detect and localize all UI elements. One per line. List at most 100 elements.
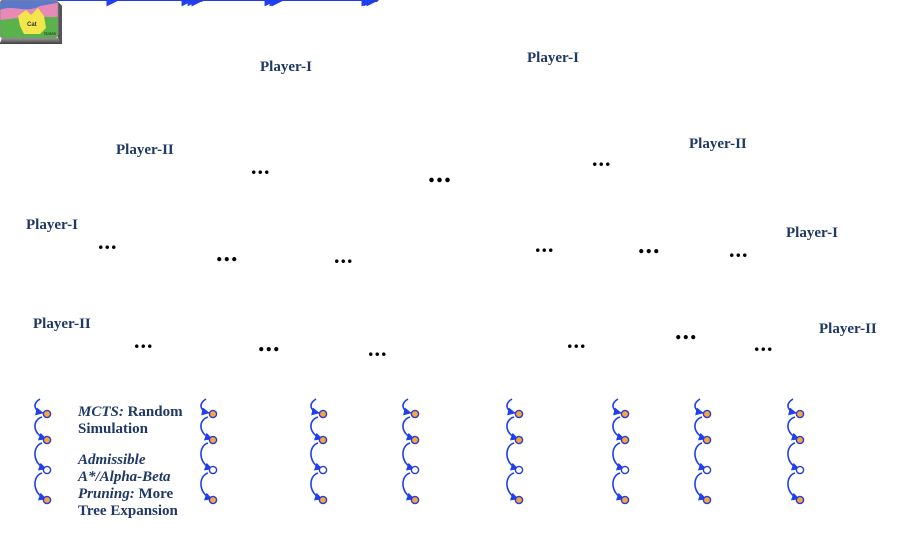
simulation-node [620, 465, 630, 475]
simulation-edge [612, 472, 625, 501]
simulation-node [410, 435, 420, 445]
simulation-node [42, 495, 52, 505]
simulation-node [318, 409, 328, 419]
simulation-node [318, 435, 328, 445]
simulation-node [208, 435, 218, 445]
simulation-node [702, 495, 712, 505]
ellipsis: ... [592, 146, 612, 171]
simulation-node [208, 465, 218, 475]
simulation-edge [200, 416, 213, 441]
ellipsis: ... [729, 237, 749, 262]
mcts-desc-2: Simulation [78, 421, 149, 437]
ellipsis: ... [216, 238, 239, 267]
simulation-node [702, 435, 712, 445]
blue-marker [371, 0, 375, 2]
player-label: Player-I [527, 50, 579, 66]
simulation-edge [612, 442, 625, 471]
simulation-edge [506, 416, 519, 441]
simulation-edge [34, 472, 47, 501]
simulation-edge [506, 472, 519, 501]
simulation-node [410, 495, 420, 505]
player-label: Player-II [33, 316, 91, 332]
simulation-node [514, 495, 524, 505]
simulation-edge [310, 472, 323, 501]
simulation-edge [506, 442, 519, 471]
pruning-term-1: Admissible [78, 452, 146, 468]
blue-marker [195, 0, 199, 2]
pruning-desc: More [138, 486, 174, 502]
simulation-edge [402, 416, 415, 441]
simulation-node [620, 495, 630, 505]
simulation-edge [694, 398, 704, 416]
ellipsis: ... [567, 328, 587, 353]
simulation-edge [310, 398, 320, 416]
simulation-edge [34, 416, 47, 441]
simulation-edge [694, 472, 707, 501]
simulation-edge [787, 398, 797, 416]
blue-marker [199, 0, 203, 2]
simulation-node [795, 465, 805, 475]
simulation-node [795, 495, 805, 505]
simulation-node [514, 409, 524, 419]
blue-marker [189, 0, 193, 2]
mcts-note: MCTS: Random Simulation [78, 404, 183, 438]
cat-label: Cat [27, 22, 37, 28]
simulation-edge [34, 398, 44, 416]
simulation-node [318, 495, 328, 505]
simulation-node [514, 465, 524, 475]
simulation-node [514, 435, 524, 445]
pruning-desc-2: Tree Expansion [78, 503, 178, 519]
player-label: Player-II [819, 321, 877, 337]
simulation-edge [34, 442, 47, 471]
ellipsis: ... [428, 158, 452, 189]
simulation-edge [402, 398, 412, 416]
simulation-edge [612, 416, 625, 441]
simulation-node [42, 435, 52, 445]
player-label: Player-I [26, 217, 78, 233]
ellipsis: ... [535, 232, 555, 257]
simulation-edge [402, 442, 415, 471]
pruning-note: Admissible A*/Alpha-Beta Pruning: More T… [78, 452, 178, 520]
simulation-node [42, 465, 52, 475]
simulation-node [795, 435, 805, 445]
simulation-edge [310, 416, 323, 441]
simulation-node [702, 409, 712, 419]
simulation-edge [310, 442, 323, 471]
player-label: Player-I [260, 59, 312, 75]
pruning-term-2: A*/Alpha-Beta [78, 469, 171, 485]
ellipsis: ... [98, 229, 118, 254]
simulation-node [795, 409, 805, 419]
simulation-edge [612, 398, 622, 416]
simulation-node [318, 465, 328, 475]
simulation-node [42, 409, 52, 419]
simulation-edge [200, 472, 213, 501]
simulation-node [620, 409, 630, 419]
simulation-edge [200, 398, 210, 416]
player-label: Player-I [786, 225, 838, 241]
ellipsis: ... [675, 316, 698, 345]
simulation-node [620, 435, 630, 445]
simulation-node [208, 409, 218, 419]
simulation-edge [787, 472, 800, 501]
simulation-node [410, 465, 420, 475]
simulation-node [208, 495, 218, 505]
simulation-edge [787, 416, 800, 441]
mcts-desc: Random [127, 404, 183, 420]
ellipsis: ... [258, 328, 281, 357]
simulation-edge [694, 442, 707, 471]
blue-marker [374, 0, 378, 2]
grass-label: Grass [44, 31, 57, 36]
ellipsis: ... [251, 154, 271, 179]
player-label: Player-II [689, 136, 747, 152]
ellipsis: ... [134, 328, 154, 353]
ellipsis: ... [638, 230, 661, 259]
player-label: Player-II [116, 142, 174, 158]
mcts-term: MCTS: [78, 404, 124, 420]
simulation-edge [200, 442, 213, 471]
ellipsis: ... [754, 331, 774, 356]
simulation-edge [402, 472, 415, 501]
simulation-edge [506, 398, 516, 416]
